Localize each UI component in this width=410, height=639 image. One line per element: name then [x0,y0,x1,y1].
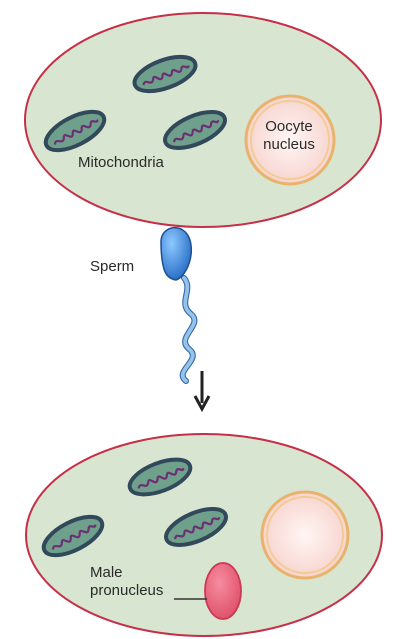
transition-arrow [193,371,211,413]
male-pronucleus-label: Male pronucleus [90,564,164,599]
mitochondrion-bottom-2 [164,507,228,547]
sperm-label: Sperm [90,258,135,275]
mitochondria-label: Mitochondria [78,154,164,171]
female-pronucleus [260,490,350,580]
sperm [160,227,198,384]
mitochondrion-top-3 [43,109,107,153]
mitochondrion-bottom-3 [41,514,105,558]
oocyte-nucleus-label: Oocyte nucleus [263,118,315,153]
mitochondrion-top-2 [163,110,227,150]
mitochondrion-top-1 [132,54,198,94]
male-pronucleus [204,562,242,620]
sperm-head [160,227,192,281]
bottom-oocyte [25,433,383,637]
oocyte-nucleus [244,94,336,186]
top-oocyte [24,12,382,228]
mitochondrion-bottom-1 [127,457,193,497]
